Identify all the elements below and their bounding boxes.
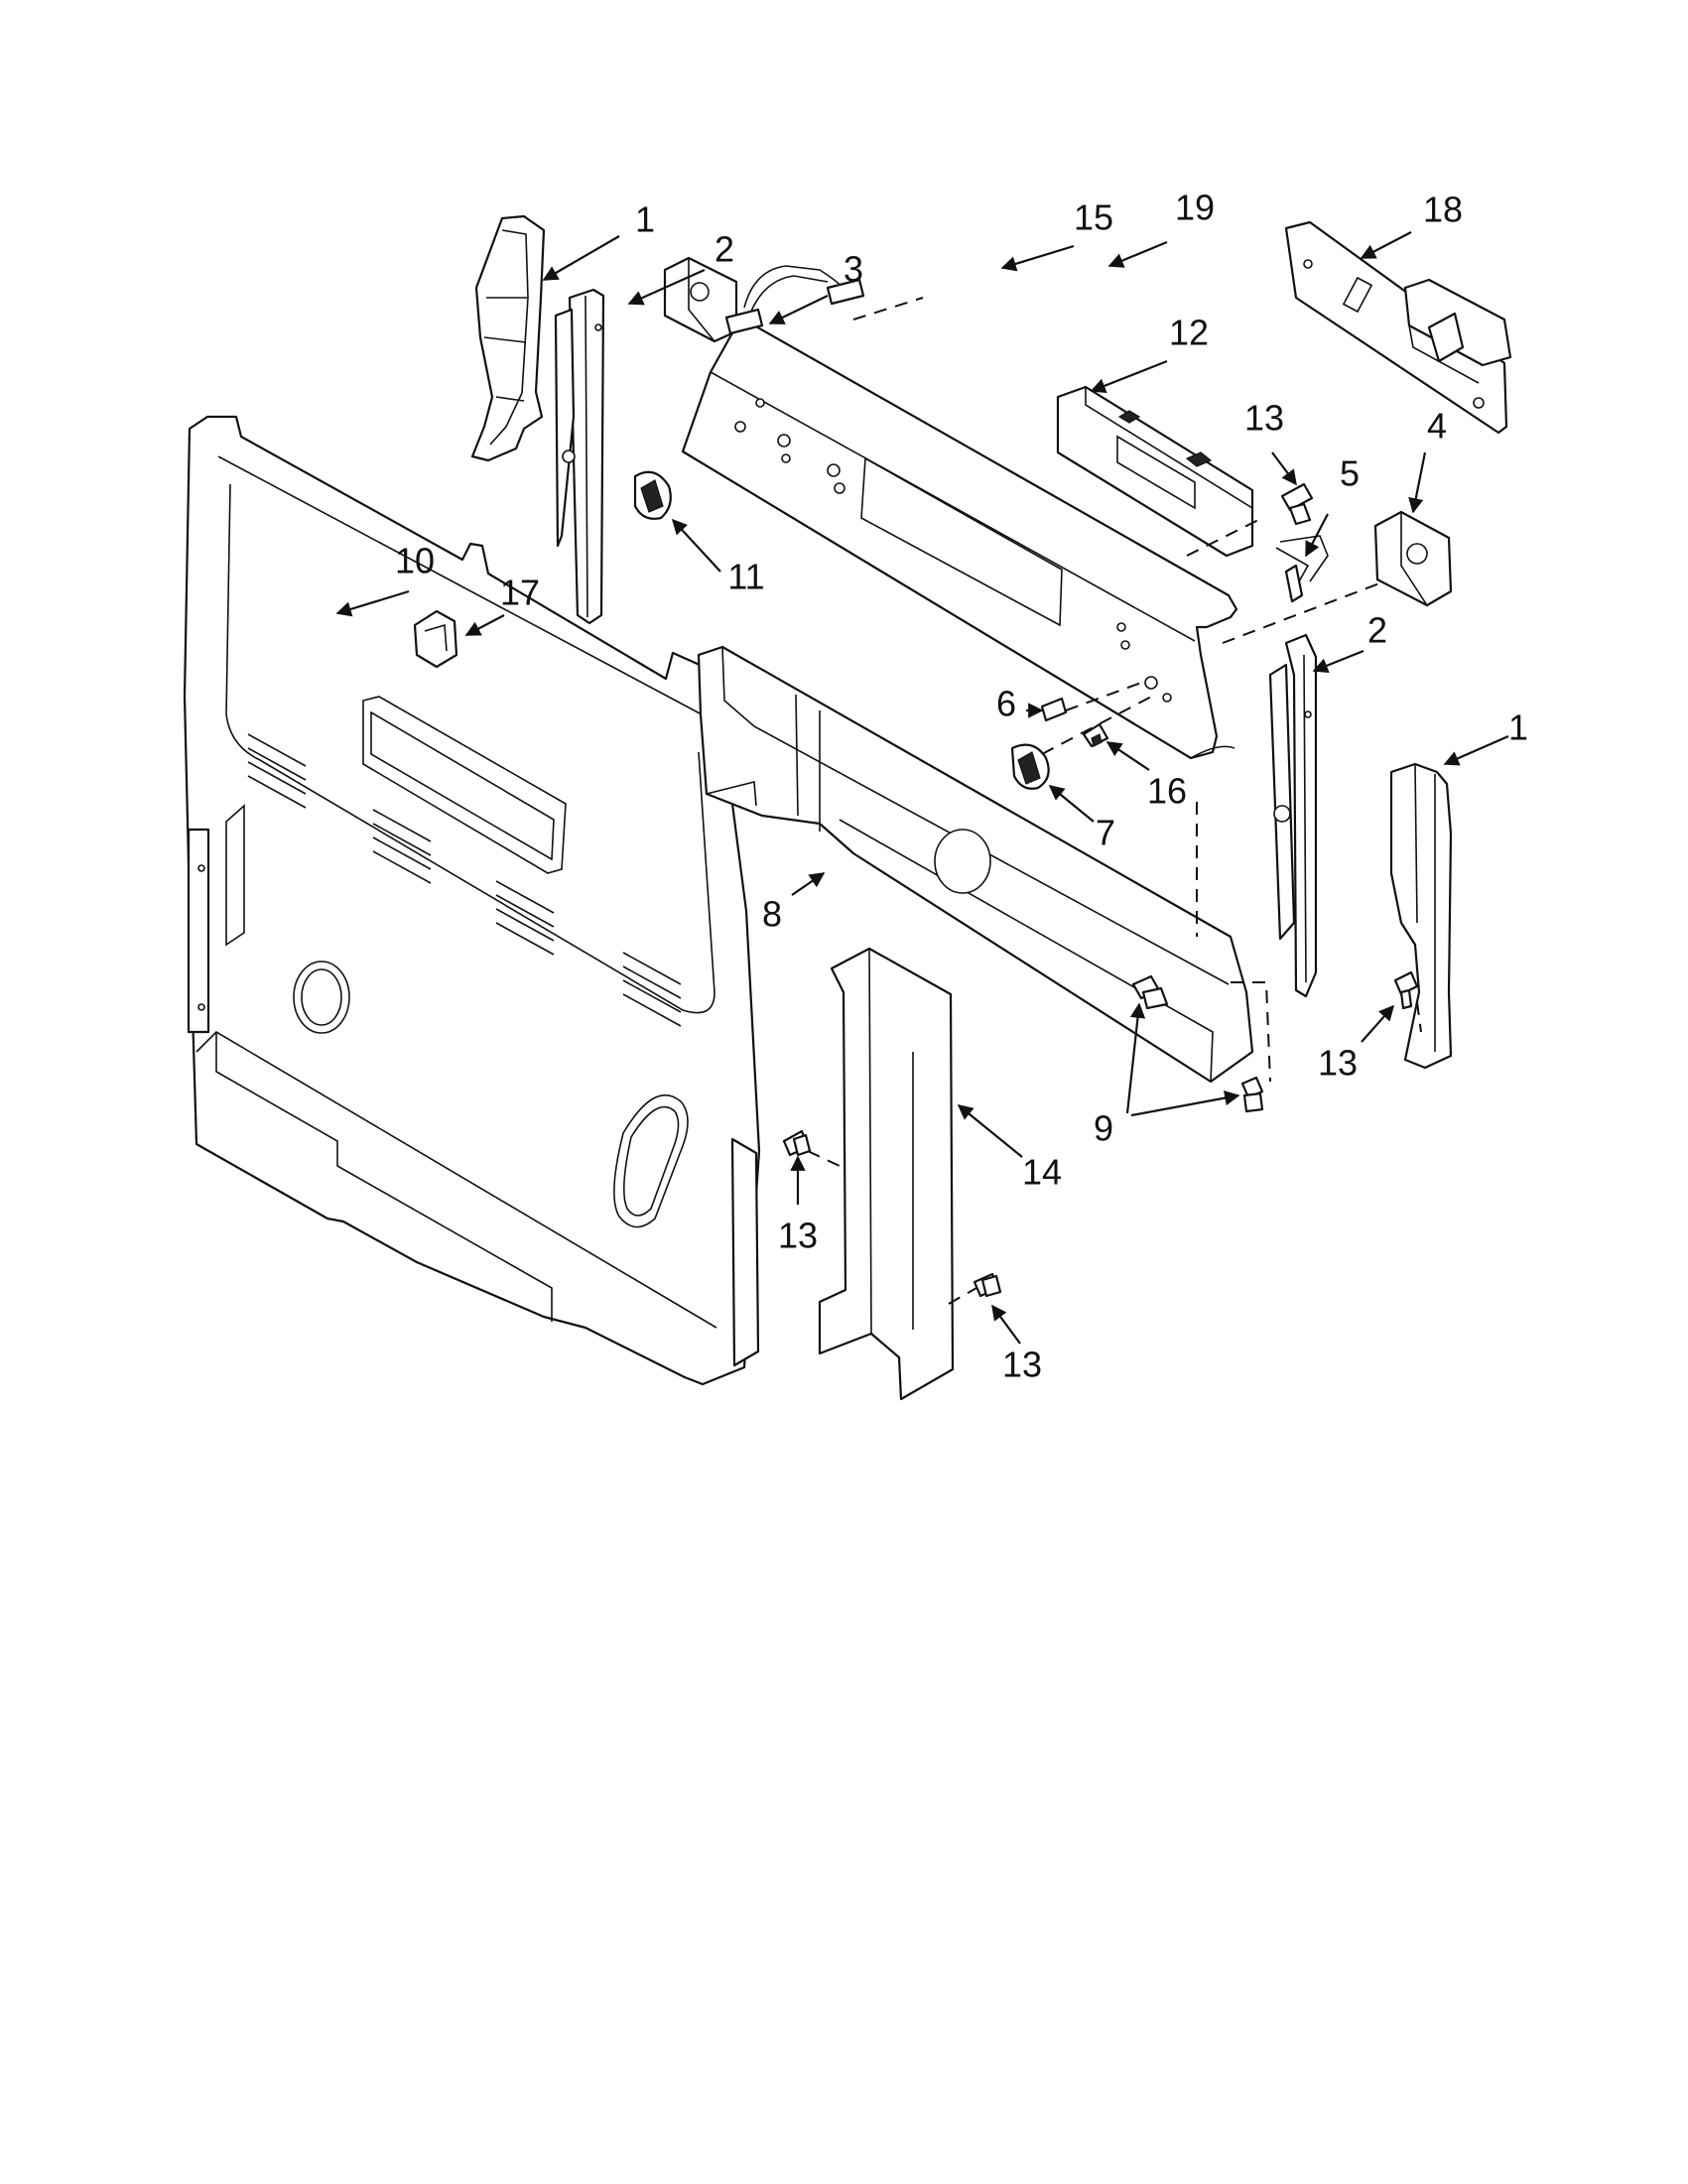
part-2-bracket-right bbox=[1268, 633, 1318, 998]
callout-1-left: 1 bbox=[635, 199, 655, 240]
part-17-clip bbox=[413, 609, 458, 669]
callout-4: 4 bbox=[1427, 406, 1447, 447]
callout-14: 14 bbox=[1022, 1152, 1062, 1193]
callout-2-right: 2 bbox=[1367, 610, 1387, 651]
part-12-display bbox=[1056, 385, 1254, 558]
callout-9: 9 bbox=[1094, 1108, 1113, 1149]
part-9-screws bbox=[1131, 974, 1264, 1113]
callout-10: 10 bbox=[395, 541, 435, 581]
part-4-switch bbox=[1373, 510, 1453, 607]
panel-window bbox=[362, 696, 567, 874]
leader-lines bbox=[335, 231, 1509, 1345]
part-13-screw-top bbox=[1280, 482, 1314, 526]
part-18-control-board bbox=[1284, 220, 1512, 435]
oval-opening bbox=[613, 1093, 689, 1228]
part-19-wire-harness bbox=[724, 265, 865, 335]
part-8-support bbox=[697, 645, 1254, 1084]
part-1-end-cap-left bbox=[470, 214, 546, 462]
part-13-screw-mid bbox=[782, 1129, 812, 1157]
part-3-control-panel bbox=[681, 323, 1238, 760]
callout-12: 12 bbox=[1169, 313, 1209, 353]
callout-18: 18 bbox=[1423, 190, 1463, 230]
part-10-rear-panel bbox=[183, 415, 761, 1386]
callout-6: 6 bbox=[996, 684, 1016, 724]
part-13-screw-right bbox=[1393, 970, 1419, 1010]
part-11-knob bbox=[633, 470, 672, 520]
callout-5: 5 bbox=[1340, 453, 1360, 494]
callout-13-mid: 13 bbox=[778, 1216, 818, 1256]
callout-13-bottom: 13 bbox=[1002, 1345, 1042, 1385]
part-2-bracket-left bbox=[554, 288, 605, 625]
callout-13-right: 13 bbox=[1318, 1043, 1358, 1084]
callout-1-right: 1 bbox=[1508, 707, 1528, 748]
callout-8: 8 bbox=[762, 894, 782, 935]
vent-slots bbox=[247, 733, 682, 1027]
callout-19: 19 bbox=[1175, 188, 1215, 228]
callout-7: 7 bbox=[1096, 813, 1115, 853]
callouts: 1 2 3 15 19 18 12 13 4 5 11 10 17 2 6 16… bbox=[395, 188, 1528, 1385]
callout-15: 15 bbox=[1074, 197, 1113, 238]
callout-2-left: 2 bbox=[714, 229, 734, 270]
round-opening bbox=[293, 961, 350, 1034]
part-1-end-cap-right bbox=[1389, 762, 1453, 1070]
part-13-screw-bottom bbox=[973, 1272, 1002, 1298]
part-16-fastener bbox=[1082, 722, 1109, 748]
part-7-knob bbox=[1010, 743, 1050, 790]
part-14-channel bbox=[818, 947, 955, 1401]
callout-16: 16 bbox=[1147, 771, 1187, 812]
callout-3: 3 bbox=[844, 249, 863, 290]
callout-11: 11 bbox=[727, 557, 764, 597]
part-5-wire bbox=[1275, 535, 1329, 603]
callout-13-top: 13 bbox=[1244, 398, 1284, 439]
callout-17: 17 bbox=[500, 573, 540, 613]
part-6-screw bbox=[1040, 697, 1068, 722]
assembly-lines bbox=[807, 297, 1422, 1305]
